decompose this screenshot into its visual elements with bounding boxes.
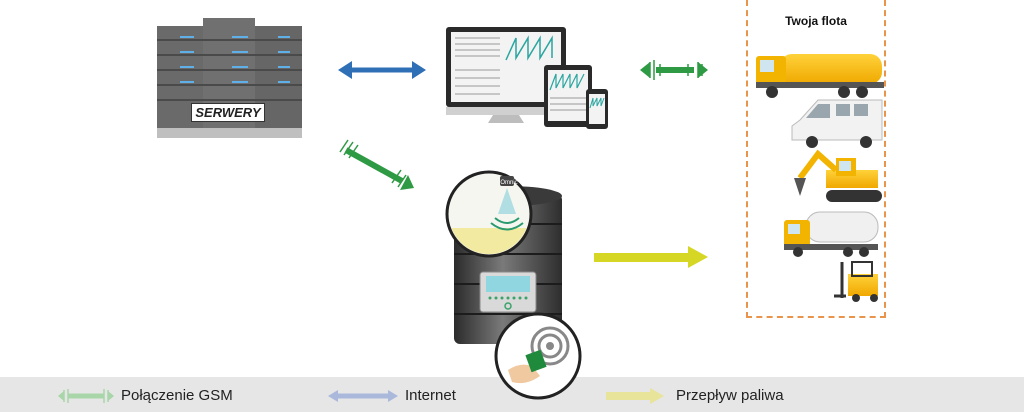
tank-badge: Omnic [500, 180, 518, 186]
fleet-box [746, 0, 886, 318]
fleet-title: Twoja flota [785, 14, 847, 28]
fuel-flow-arrow [594, 246, 708, 268]
tanker-truck-icon [756, 54, 884, 98]
server-rack-icon [157, 18, 302, 138]
internet-double-arrow [338, 61, 426, 79]
van-icon [791, 99, 883, 148]
legend-internet-icon [328, 390, 398, 402]
servers-label: SERWERY [191, 103, 265, 122]
excavator-icon [794, 149, 882, 202]
legend-fuel-icon [606, 388, 664, 404]
legend-internet-label: Internet [405, 387, 456, 404]
forklift-icon [834, 261, 878, 302]
legend-gsm-icon [58, 389, 114, 403]
gsm-arrow-tank [339, 139, 414, 190]
gsm-double-arrow-fleet [640, 60, 708, 80]
monitor-devices-icon [446, 27, 608, 129]
rfid-card-icon [494, 312, 582, 400]
legend-gsm-label: Połączenie GSM [121, 387, 233, 404]
fuel-tanker-icon [784, 211, 879, 257]
legend-fuel-label: Przepływ paliwa [676, 387, 784, 404]
